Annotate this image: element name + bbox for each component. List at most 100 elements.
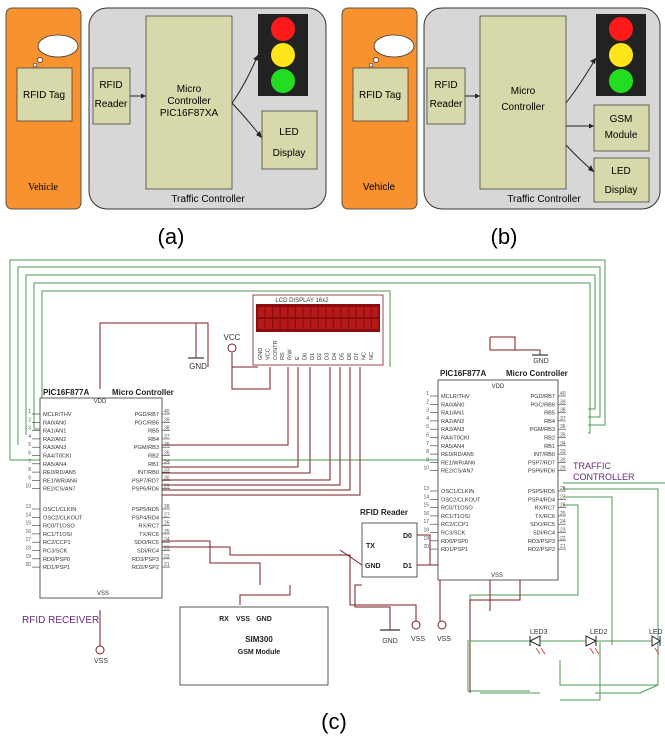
lcd-char-cell	[356, 307, 364, 317]
lcd-pin-label: D1	[310, 353, 316, 360]
pin-label: RD2/PSP2	[132, 565, 159, 571]
pin-number: 34	[560, 441, 566, 447]
pin-label: RE1/WR/AN6	[43, 478, 77, 484]
pin-number: 4	[426, 416, 429, 422]
gsm-label-2: Module	[605, 130, 638, 141]
gnd-label-right: GND	[533, 358, 549, 365]
pin-number: 8	[426, 449, 429, 455]
lcd-char-cell	[356, 319, 364, 329]
pin-label: RD3/PSP3	[528, 539, 555, 545]
pin-label: RD3/PSP3	[132, 557, 159, 563]
lcd-pin-label: RS	[280, 352, 286, 360]
thought-dot	[368, 62, 374, 68]
lcd-char-cell	[288, 307, 295, 317]
pin-number: 35	[560, 433, 566, 439]
lcd-char-cell	[296, 307, 303, 317]
led-label-2: Display	[605, 185, 638, 196]
pin-number: 13	[423, 486, 429, 492]
pin-label: RB5	[544, 411, 555, 417]
pin-label: OSC1/CLKIN	[441, 489, 474, 495]
lcd-char-cell	[341, 307, 348, 317]
pin-number: 2	[28, 417, 31, 423]
sim-rx: RX	[219, 616, 229, 623]
sim-gnd: GND	[256, 616, 272, 623]
pin-label: RB5	[148, 429, 159, 435]
lcd-char-cell	[265, 319, 272, 329]
pin-number: 15	[423, 503, 429, 509]
lcd-char-cell	[318, 319, 326, 329]
pin-number: 14	[423, 494, 429, 500]
traffic-controller-line1: TRAFFIC	[573, 461, 611, 471]
vcc-terminal	[227, 343, 237, 353]
pin-label: RB1	[544, 444, 555, 450]
pin-number: 28	[164, 504, 170, 510]
pin-label: RE2/CS/AN7	[43, 487, 76, 493]
pin-label: SDI/RC4	[137, 549, 159, 555]
right-ic-name: PIC16F877A	[440, 369, 486, 378]
lcd-char-cell	[311, 319, 318, 329]
pin-label: OSC1/CLKIN	[43, 507, 76, 513]
lcd-char-cell	[288, 319, 295, 329]
left-ic-name: PIC16F877A	[43, 388, 89, 397]
rfid-tag-label: RFID Tag	[23, 90, 65, 101]
led-display-box	[261, 110, 318, 170]
pin-number: 4	[28, 434, 31, 440]
pin-label: OSC2/CLKOUT	[441, 497, 481, 503]
lcd-pin-label: D7	[354, 353, 360, 360]
pin-number: 25	[560, 511, 566, 517]
pin-label: RE0/RD/AN5	[441, 452, 474, 458]
pin-label: RC3/SCK	[441, 531, 466, 537]
pin-label: MCLR/THV	[441, 394, 470, 400]
lcd-pin-label: D0	[302, 353, 308, 360]
traffic-controller-label: Traffic Controller	[507, 194, 581, 205]
pin-label: RA2/AN2	[441, 419, 464, 425]
pin-number: 26	[164, 521, 170, 527]
pin-number: 30	[560, 457, 566, 463]
vss-terminal-mid2	[437, 620, 447, 630]
thought-bubble	[37, 34, 79, 58]
pin-label: RA4/T0CKI	[43, 454, 72, 460]
panel-b-diagram: Vehicle RFID Tag RFID Reader Micro Contr…	[341, 7, 661, 249]
pin-number: 30	[164, 475, 170, 481]
pin-number: 22	[164, 554, 170, 560]
caption-a: (a)	[158, 224, 185, 249]
pin-label: RA1/AN1	[441, 411, 464, 417]
lcd-char-cell	[296, 319, 303, 329]
led2-symbol	[585, 635, 600, 655]
pin-label: PSP4/RD4	[528, 497, 555, 503]
arrowhead	[588, 165, 594, 172]
rfid-d0: D0	[403, 533, 412, 540]
thought-dot	[32, 62, 38, 68]
rfid-reader-label-2: Reader	[430, 99, 463, 110]
pin-label: SDO/RC5	[530, 522, 555, 528]
pin-number: 33	[164, 467, 170, 473]
pin-number: 21	[164, 562, 170, 568]
rfid-gnd: GND	[365, 563, 381, 570]
pin-number: 13	[25, 504, 31, 510]
lcd-char-cell	[372, 307, 379, 317]
sim300-module	[179, 606, 329, 686]
lcd-char-cell	[273, 319, 280, 329]
thought-dot	[373, 57, 379, 63]
led3-label: LED3	[530, 629, 548, 636]
pin-label: PGC/RB6	[530, 402, 555, 408]
led-display-box	[593, 157, 650, 203]
pin-label: RC0/T1OSO	[441, 506, 473, 512]
pin-label: RE2/CS/AN7	[441, 469, 474, 475]
led1-label: LED	[649, 629, 663, 636]
sim-sub: GSM Module	[238, 649, 280, 656]
led-label-1: LED	[279, 127, 298, 138]
lcd-char-cell	[280, 307, 288, 317]
rfid-reader-box	[426, 67, 466, 125]
pin-number: 34	[164, 459, 170, 465]
pin-number: 36	[164, 442, 170, 448]
pin-label: RB2	[148, 454, 159, 460]
lcd-pin-label: D6	[347, 353, 353, 360]
pin-number: 5	[426, 424, 429, 430]
rfid-reader-module	[361, 522, 418, 578]
micro-label-3: PIC16F87XA	[160, 108, 219, 119]
lcd-pin-label: CONTR	[273, 340, 279, 360]
pin-number: 24	[560, 519, 566, 525]
micro-label-1: Micro	[177, 84, 202, 95]
rfid-tx: TX	[366, 543, 375, 550]
